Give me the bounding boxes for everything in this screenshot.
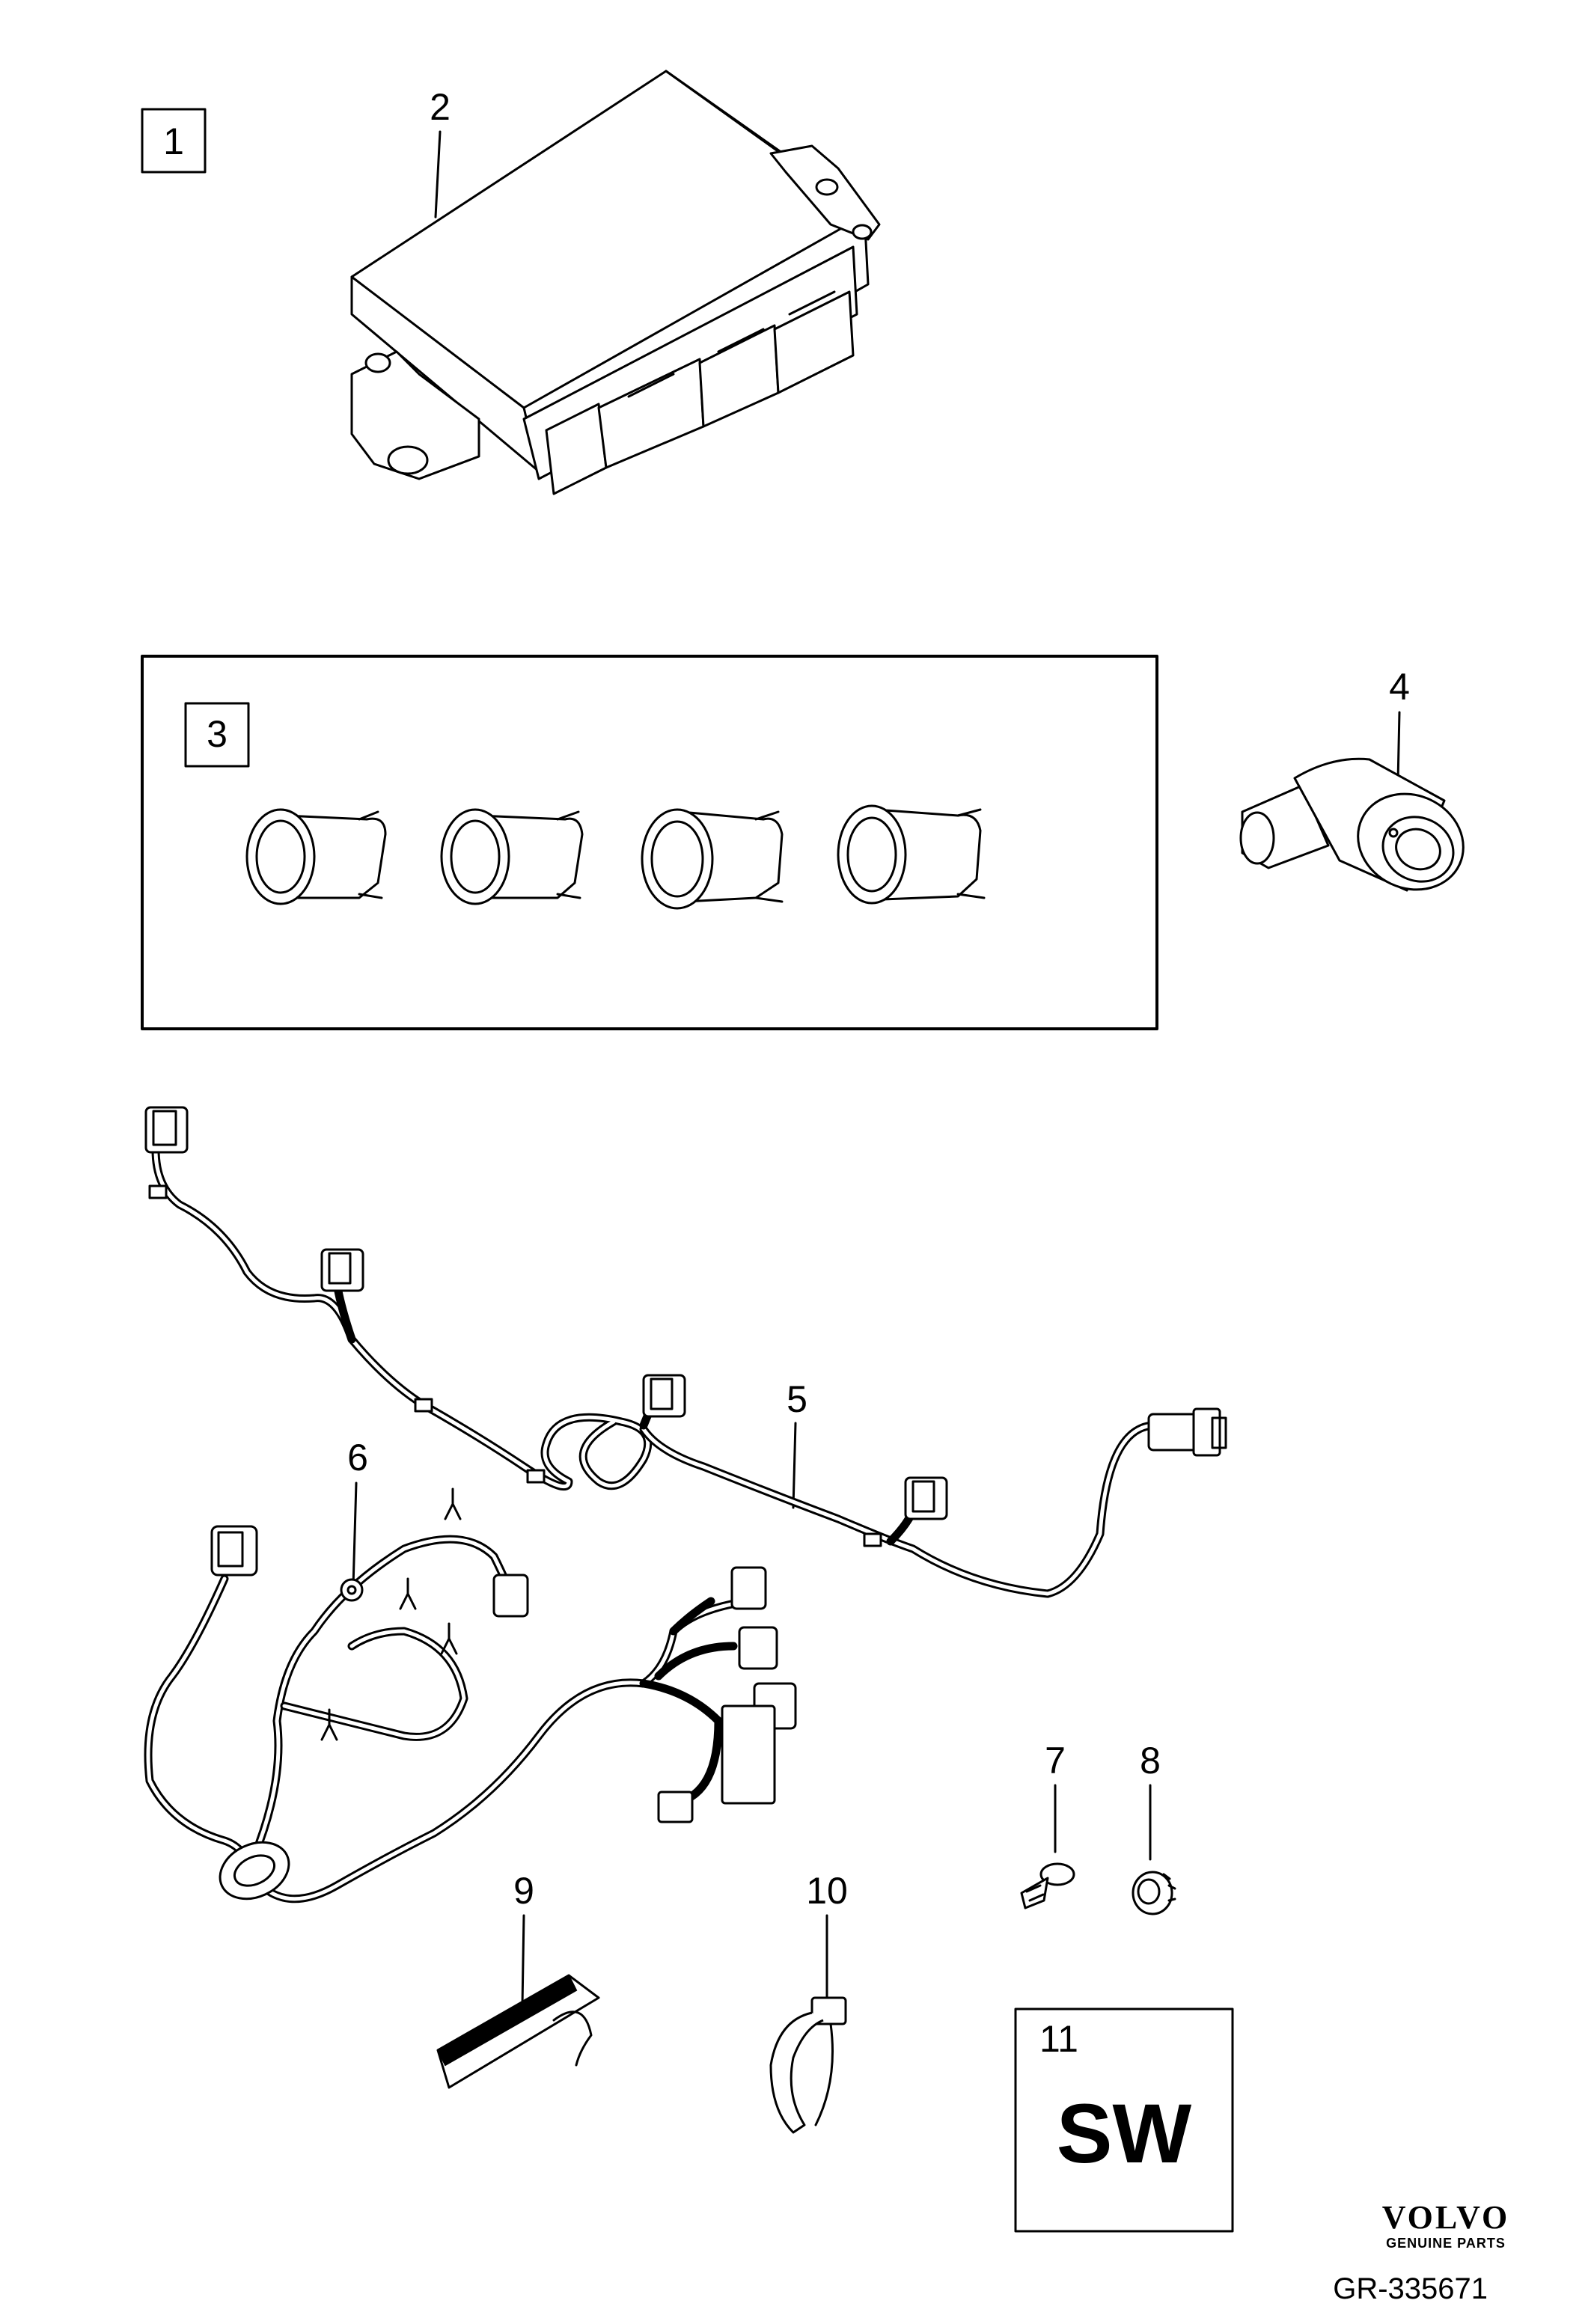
svg-text:5: 5 bbox=[787, 1378, 807, 1420]
volvo-logo: VOLVO GENUINE PARTS bbox=[1382, 2199, 1510, 2251]
svg-text:9: 9 bbox=[513, 1870, 534, 1912]
callout-10: 10 bbox=[806, 1870, 848, 1999]
nut bbox=[1132, 1871, 1176, 1915]
svg-text:SW: SW bbox=[1057, 2087, 1192, 2180]
sensor-holder-1 bbox=[245, 808, 387, 905]
callout-4: 4 bbox=[1389, 666, 1410, 783]
callout-6: 6 bbox=[347, 1437, 368, 1588]
svg-text:6: 6 bbox=[347, 1437, 368, 1479]
parking-sensor bbox=[1239, 757, 1465, 892]
adhesive-tape bbox=[436, 1974, 600, 2089]
svg-text:4: 4 bbox=[1389, 666, 1410, 708]
drawing-reference: GR-335671 bbox=[1333, 2272, 1488, 2305]
rear-sensor-wiring-harness bbox=[144, 1106, 1227, 1598]
sensor-holder-2 bbox=[440, 808, 584, 905]
callout-9: 9 bbox=[513, 1870, 534, 2007]
sensor-holder-3 bbox=[641, 808, 784, 910]
svg-text:3: 3 bbox=[207, 713, 227, 755]
sensor-holder-4 bbox=[837, 804, 986, 905]
sensor-holder-kit-box: 3 bbox=[141, 655, 1158, 1030]
software-box: 11 SW bbox=[1014, 2007, 1234, 2233]
callout-1: 1 bbox=[141, 108, 207, 174]
svg-text:VOLVO: VOLVO bbox=[1382, 2199, 1510, 2236]
svg-text:8: 8 bbox=[1140, 1740, 1161, 1782]
svg-text:GENUINE PARTS: GENUINE PARTS bbox=[1386, 2236, 1506, 2251]
push-rivet bbox=[1020, 1862, 1075, 1909]
callout-2: 2 bbox=[430, 86, 451, 218]
svg-text:10: 10 bbox=[806, 1870, 848, 1912]
callout-7: 7 bbox=[1045, 1740, 1066, 1853]
svg-text:7: 7 bbox=[1045, 1740, 1066, 1782]
svg-text:11: 11 bbox=[1039, 2018, 1078, 2060]
bumper-wiring-harness bbox=[144, 1487, 797, 1903]
callout-8: 8 bbox=[1140, 1740, 1161, 1861]
parking-assist-control-module bbox=[350, 70, 881, 495]
callout-5: 5 bbox=[787, 1378, 807, 1509]
cable-tie bbox=[769, 1996, 847, 2134]
svg-text:1: 1 bbox=[163, 120, 184, 162]
svg-text:2: 2 bbox=[430, 86, 451, 128]
